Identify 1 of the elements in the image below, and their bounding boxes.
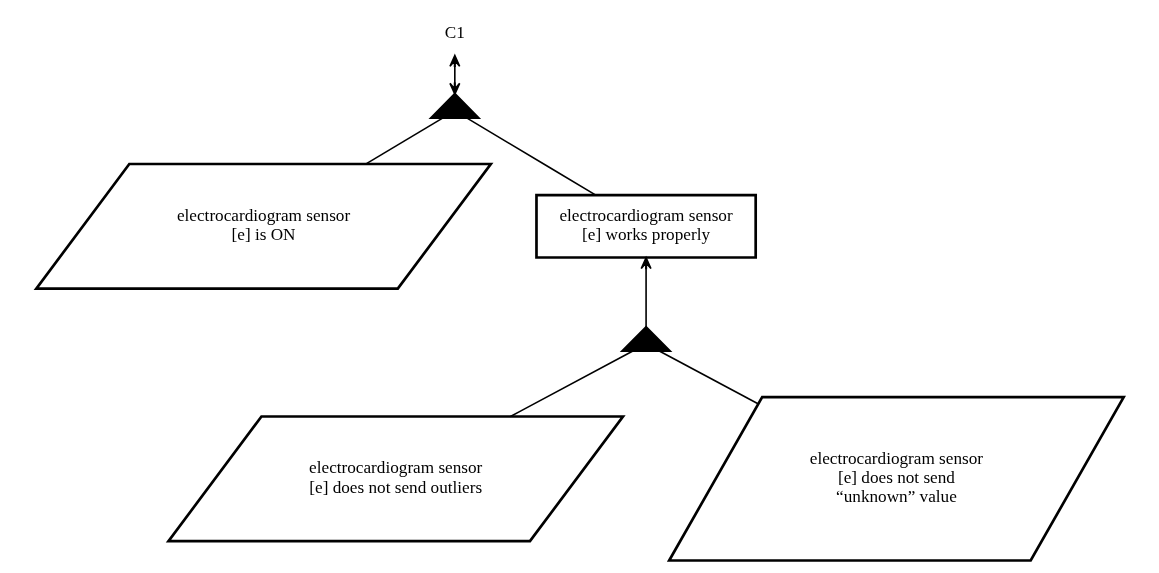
node-text: C1 — [444, 23, 465, 43]
